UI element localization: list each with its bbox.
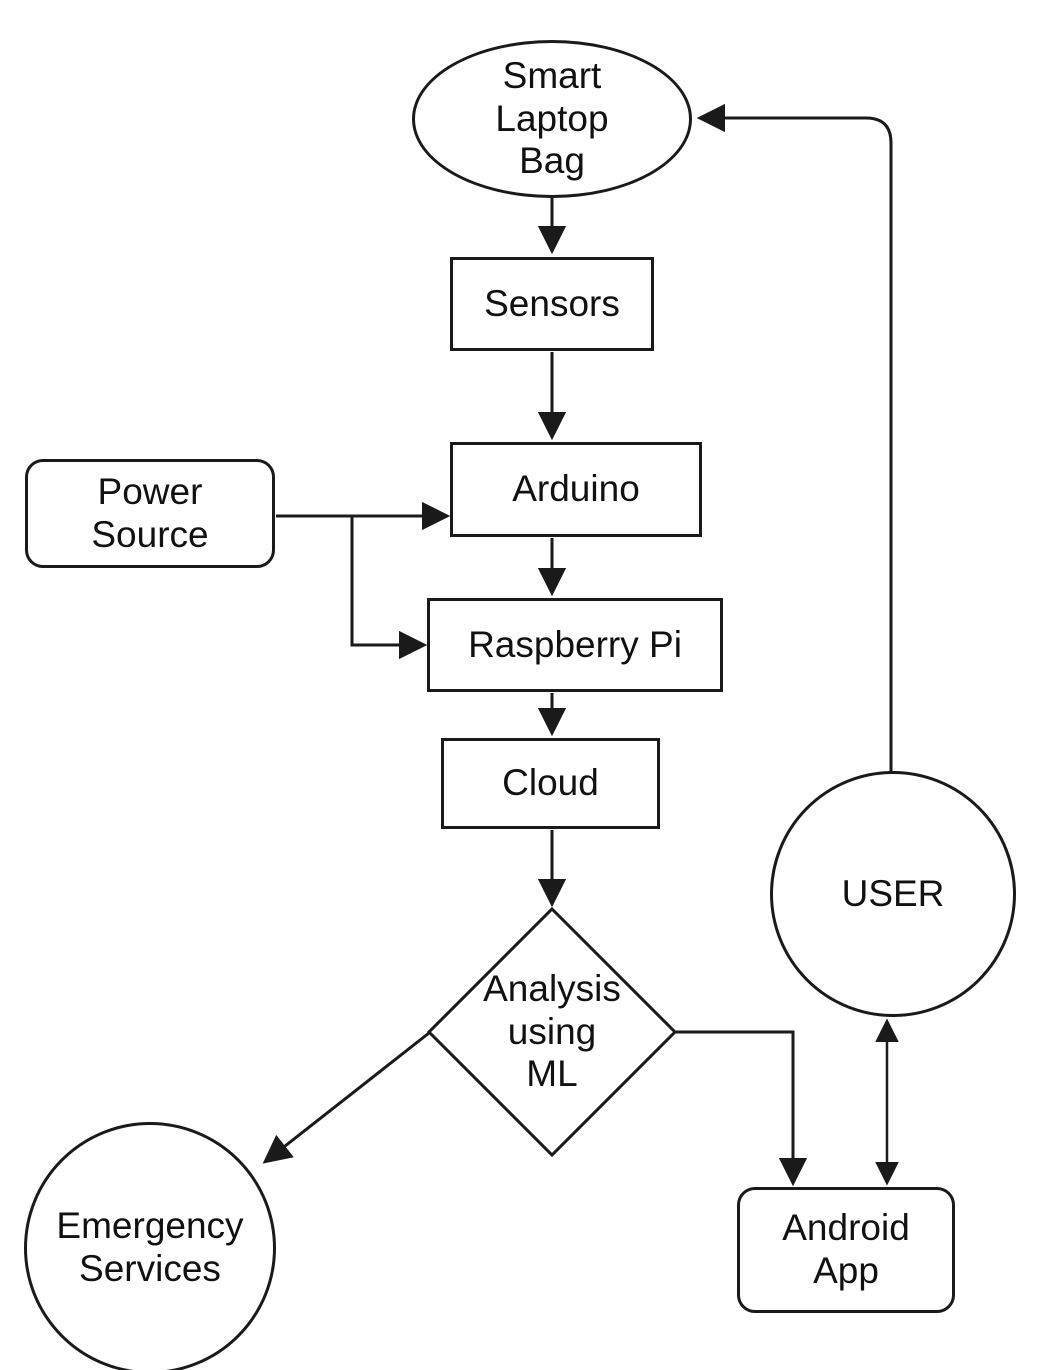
power-source-label: Power Source [91,470,209,555]
emergency-services-label: Emergency Services [56,1205,244,1289]
edge-power-to-rpi [350,516,428,660]
arduino-label: Arduino [512,468,640,510]
node-cloud: Cloud [441,738,660,829]
edge-user-to-bag [696,103,893,772]
node-emergency-services: Emergency Services [24,1122,276,1370]
raspberry-pi-label: Raspberry Pi [468,623,682,665]
edge-analysis-to-android [676,1030,808,1187]
sensors-label: Sensors [484,282,620,324]
android-app-label: Android App [782,1207,910,1291]
node-sensors: Sensors [450,257,654,351]
analysis-ml-label: Analysis using ML [483,967,621,1095]
edge-analysis-to-emergency [262,1031,430,1164]
node-arduino: Arduino [450,442,702,537]
node-user: USER [770,771,1016,1017]
smart-laptop-bag-label: Smart Laptop Bag [495,54,609,182]
node-android-app: Android App [737,1187,955,1313]
user-label: USER [841,872,945,914]
node-power-source: Power Source [25,459,275,568]
cloud-label: Cloud [502,762,599,804]
node-raspberry-pi: Raspberry Pi [427,598,723,692]
node-smart-laptop-bag: Smart Laptop Bag [412,40,692,198]
analysis-ml-diamond [426,906,678,1158]
node-analysis-ml: Analysis using ML [452,962,652,1102]
